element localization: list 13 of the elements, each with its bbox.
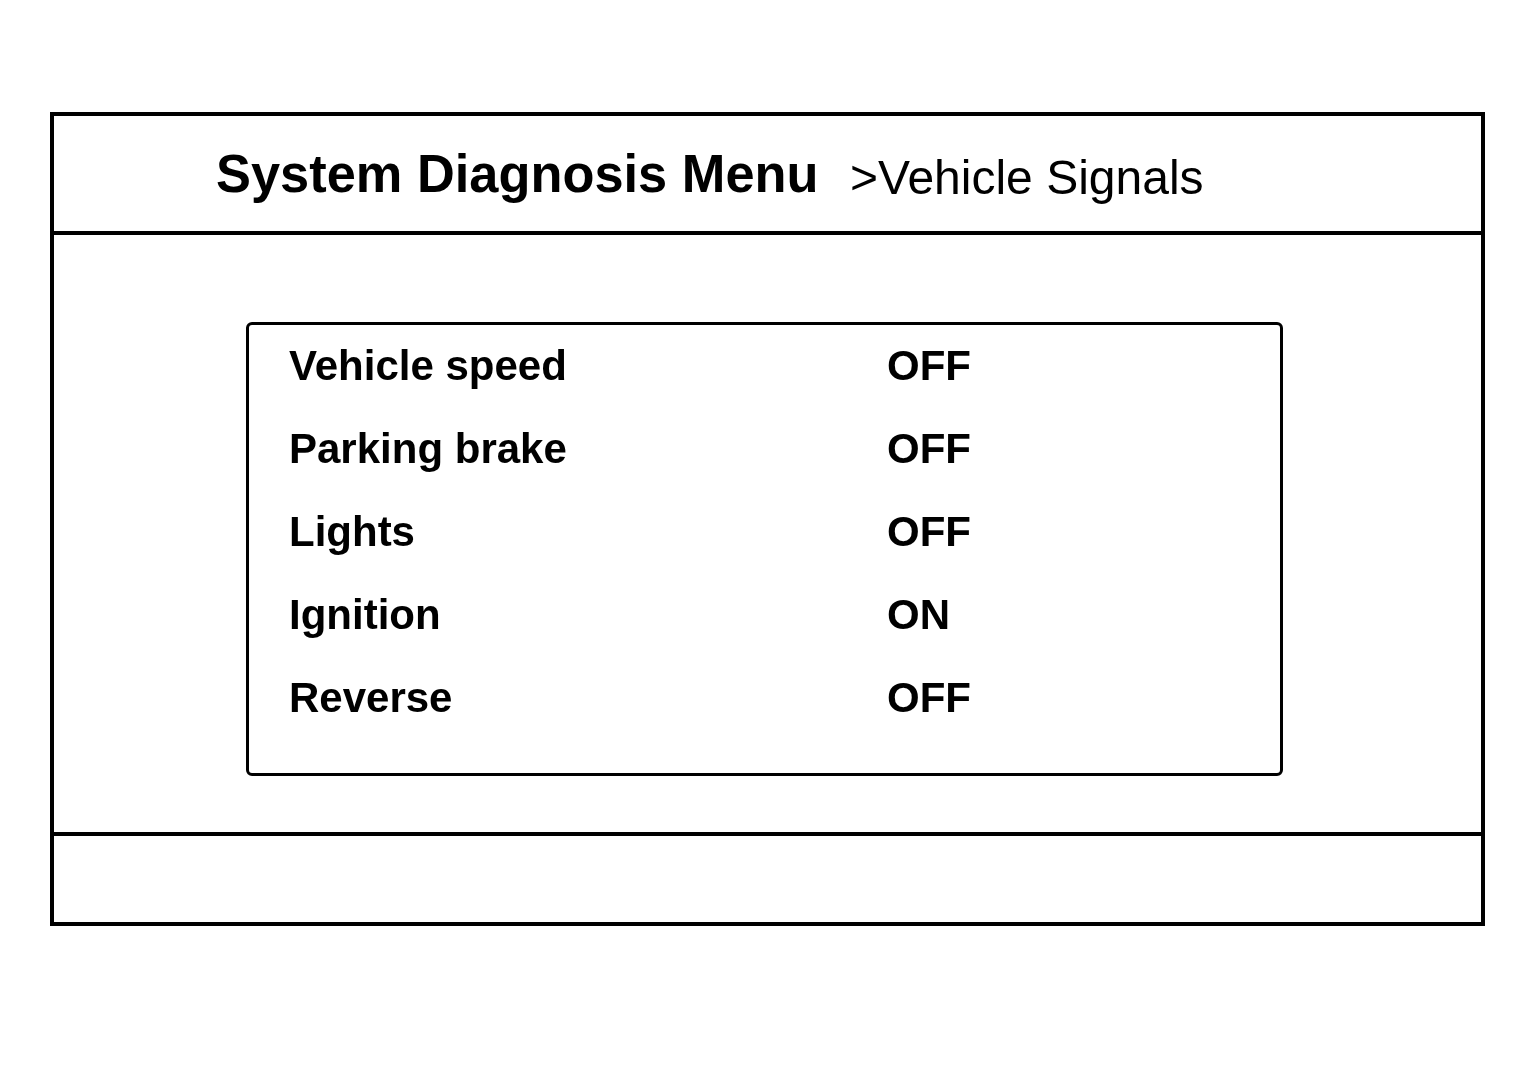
signal-name: Reverse — [289, 677, 453, 719]
signal-panel — [246, 322, 1283, 776]
signal-name: Vehicle speed — [289, 345, 567, 387]
signal-state: OFF — [887, 677, 971, 719]
signal-state: ON — [887, 594, 950, 636]
signal-state: OFF — [887, 511, 971, 553]
screen-frame — [50, 112, 1485, 926]
signal-name: Lights — [289, 511, 415, 553]
signal-name: Ignition — [289, 594, 441, 636]
signal-state: OFF — [887, 345, 971, 387]
signal-state: OFF — [887, 428, 971, 470]
signal-name: Parking brake — [289, 428, 567, 470]
breadcrumb-title: >Vehicle Signals — [850, 154, 1204, 202]
